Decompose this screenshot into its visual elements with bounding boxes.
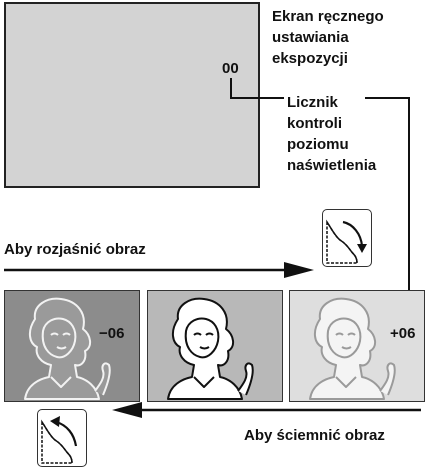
dial-rotate-clockwise-icon <box>322 209 372 267</box>
screen-title-line: ekspozycji <box>272 50 348 67</box>
woman-portrait-icon <box>309 297 396 400</box>
screen-title-line: ustawiania <box>272 29 349 46</box>
woman-portrait-icon <box>24 297 111 400</box>
frame-darker: −06 <box>4 290 140 402</box>
frame-brighter: +06 <box>289 290 425 402</box>
counter-leader-line <box>230 78 284 99</box>
exposure-screen <box>4 2 260 188</box>
frame-value: −06 <box>99 325 125 342</box>
woman-portrait-icon <box>167 297 254 400</box>
screen-title-line: Ekran ręcznego <box>272 8 384 25</box>
dial-rotate-counterclockwise-icon <box>37 409 87 467</box>
darken-label: Aby ściemnić obraz <box>244 427 385 444</box>
callout-line: kontroli <box>287 115 342 132</box>
screen-title: Ekran ręcznego ustawiania ekspozycji <box>272 6 422 69</box>
brighten-arrow-head <box>284 262 314 278</box>
callout-line: naświetlenia <box>287 157 377 174</box>
callout-line: Licznik <box>287 94 338 111</box>
exposure-counter-value: 00 <box>222 60 239 77</box>
frame-normal <box>147 290 283 402</box>
counter-callout-label: Licznik kontroli poziomu naświetlenia <box>287 92 422 176</box>
brighten-label: Aby rozjaśnić obraz <box>4 241 146 258</box>
darken-arrow-head <box>112 402 142 418</box>
callout-line: poziomu <box>287 136 349 153</box>
counter-to-plus-leader-line <box>365 97 410 326</box>
frame-value: +06 <box>390 325 416 342</box>
